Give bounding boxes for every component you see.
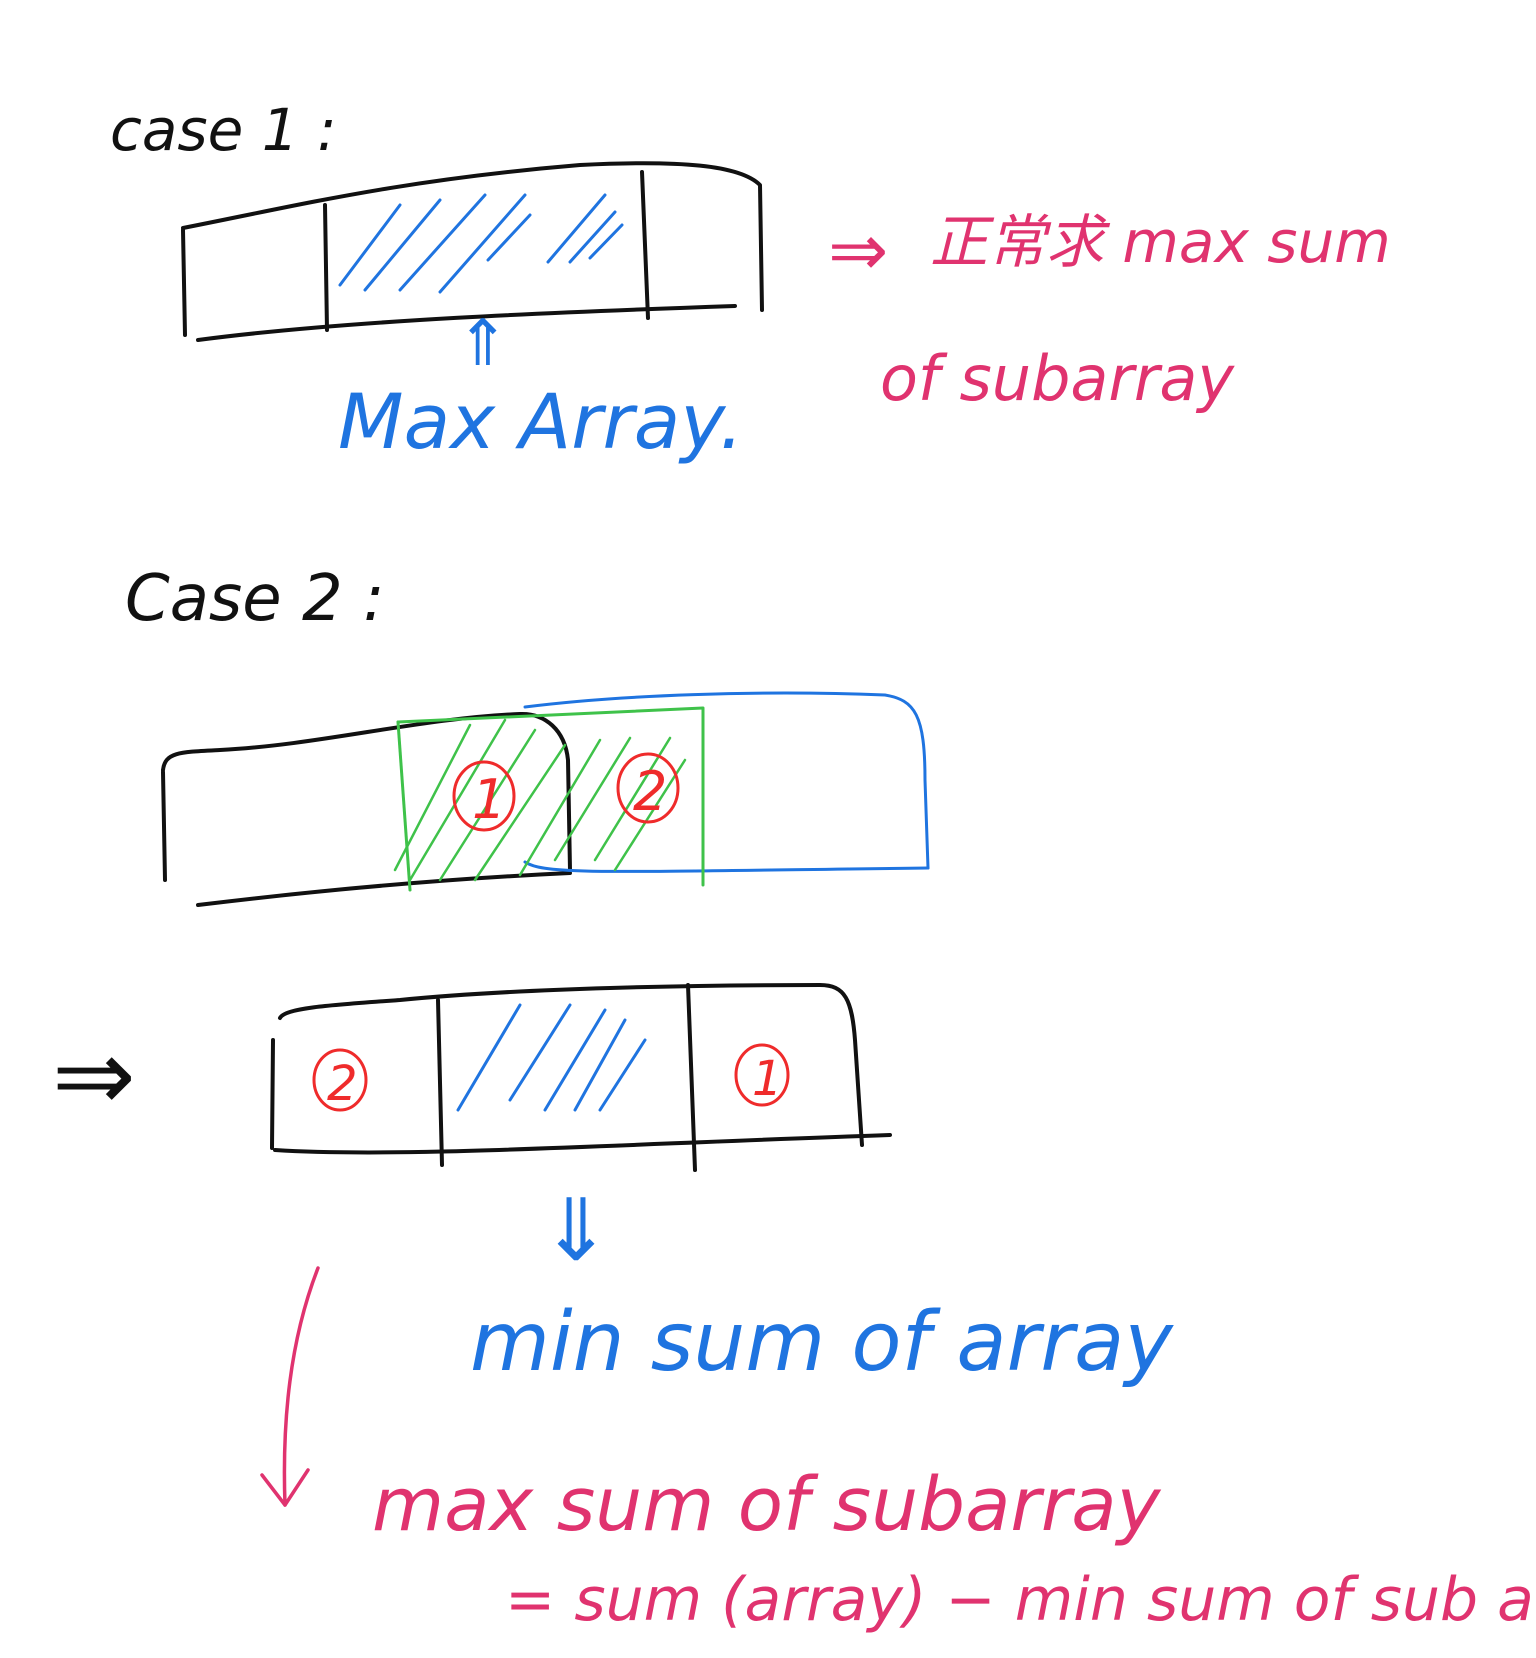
- case2-marker-1-label: 1: [472, 768, 506, 831]
- case2-result-hatch: [456, 1003, 647, 1112]
- case1-up-arrow-icon: ⇑: [456, 307, 510, 381]
- case1-note-line2: of subarray: [880, 342, 1235, 415]
- case1-max-array-label: Max Array.: [338, 377, 744, 466]
- case1-implies-arrow-icon: ⇒: [828, 208, 888, 292]
- case2-implies-arrow-icon: ⇒: [52, 1017, 136, 1134]
- case2-result-marker-1-label: 1: [752, 1051, 783, 1107]
- case2-result-marker-1: 1: [734, 1043, 790, 1107]
- case2-green-window: [396, 706, 705, 892]
- case2-blue-segment: [523, 691, 930, 873]
- case2-green-hatch: [393, 718, 687, 882]
- case2-min-sum-label: min sum of array: [470, 1295, 1174, 1390]
- case1-divider-right: [640, 170, 650, 320]
- case2-heading: Case 2 :: [125, 562, 385, 636]
- case1-max-array-hatch: [338, 193, 624, 294]
- case2-black-segment: [161, 711, 572, 907]
- case2-down-arrow-icon: ⇓: [540, 1181, 612, 1281]
- case2-result-marker-2: 2: [312, 1048, 368, 1112]
- case2-long-down-arrow-icon: [260, 1266, 320, 1507]
- case2-result-marker-2-label: 2: [327, 1056, 358, 1112]
- case1-note-line1: 正常求 max sum: [930, 208, 1391, 276]
- case1-array-box: [181, 161, 764, 342]
- case2-result-divider-right: [686, 983, 697, 1172]
- case1-heading: case 1 :: [110, 96, 337, 164]
- case2-formula-line2: = sum (array) − min sum of sub array: [505, 1565, 1536, 1635]
- case2-marker-1: 1: [452, 760, 516, 832]
- case2-result-array-box: [270, 983, 892, 1172]
- case2-marker-2: 2: [616, 752, 680, 824]
- case2-marker-2-label: 2: [633, 760, 667, 823]
- case2-result-divider-left: [436, 998, 444, 1167]
- case2-formula-line1: max sum of subarray: [372, 1462, 1162, 1548]
- case1-divider-left: [323, 203, 329, 332]
